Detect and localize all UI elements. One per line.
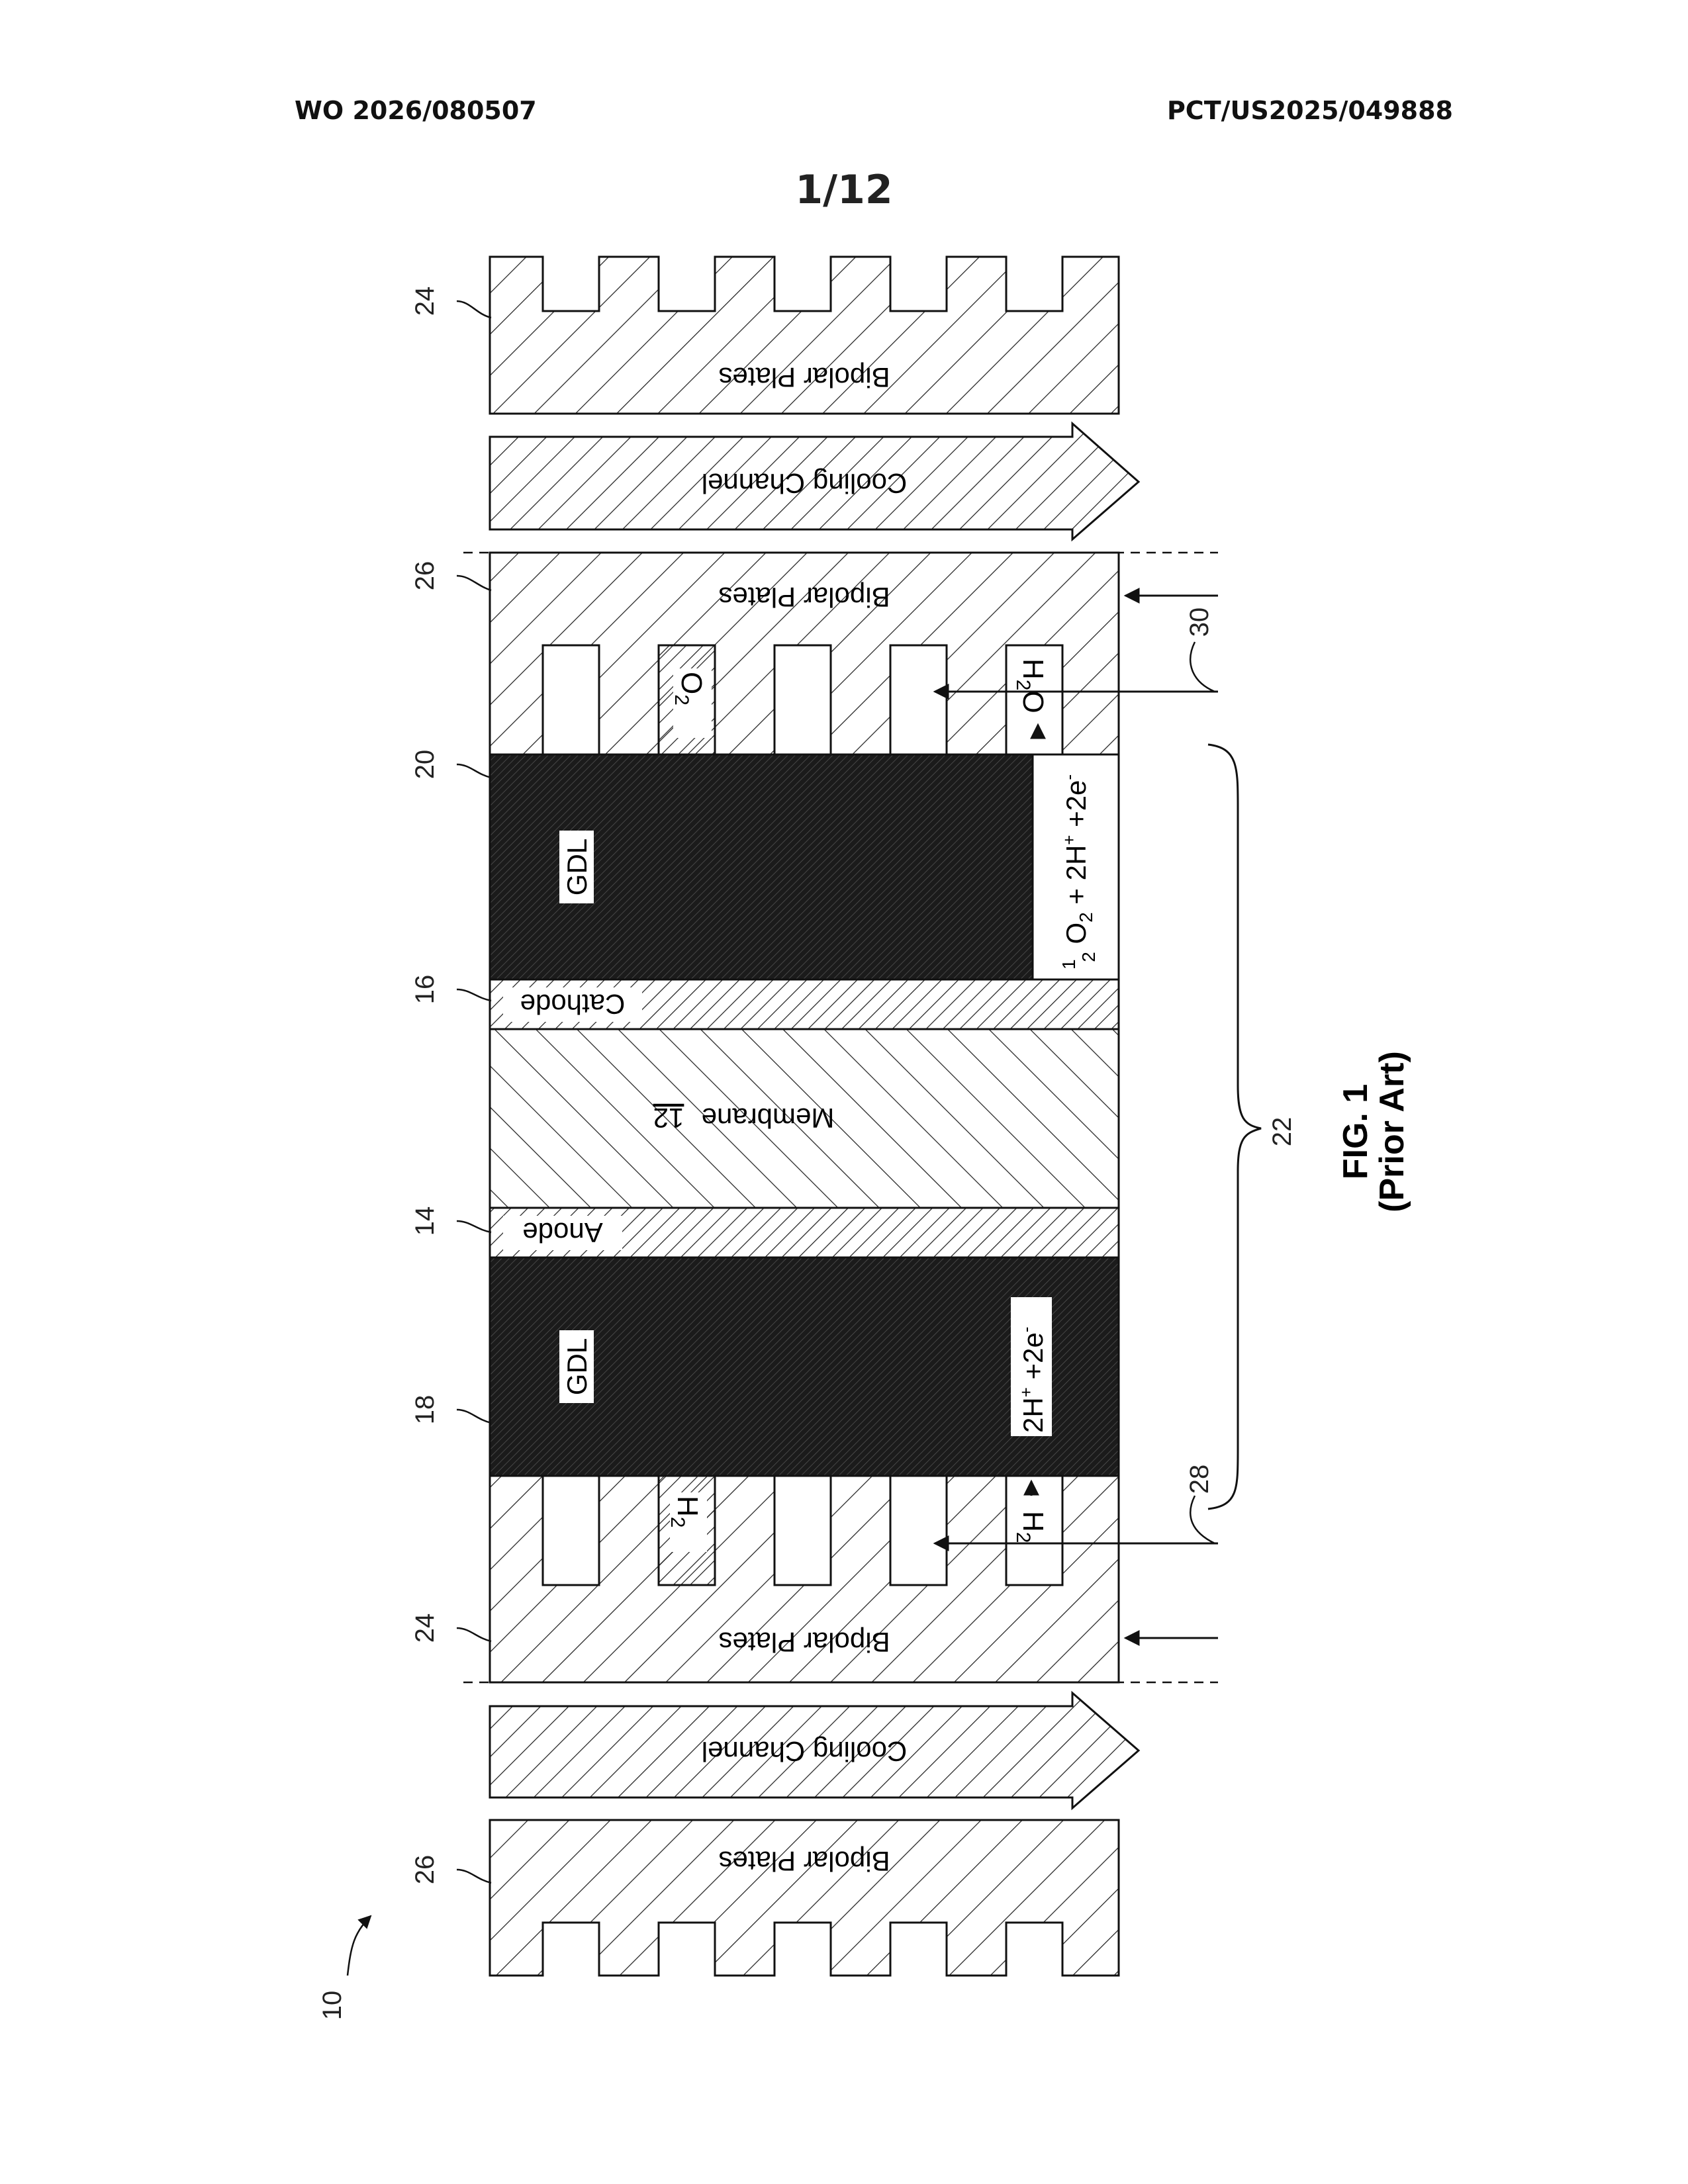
ref-14: 14 (410, 1206, 440, 1236)
anode-reaction: 2H+ +2e- (1011, 1297, 1052, 1436)
cathode-plus: + (1059, 835, 1079, 845)
ref-20: 20 (410, 750, 440, 780)
h2-inlet-subscript: 2 (1012, 1532, 1034, 1543)
bipolar-plate-bottom (490, 1820, 1119, 1976)
ref-leaders (457, 301, 491, 1883)
ref-10: 10 (318, 1991, 347, 2021)
bipolar-plate-top-label: Bipolar Plates (718, 362, 890, 393)
cooling-channel-bottom-label: Cooling Channel (702, 1736, 908, 1767)
o2-symbol: O (675, 672, 708, 694)
ref-22: 22 (1268, 1117, 1297, 1147)
ref-30: 30 (1185, 608, 1214, 637)
o2-label: O2 (671, 668, 712, 738)
leader-28 (1190, 1496, 1215, 1543)
brace-22 (1208, 745, 1261, 1509)
cathode-o-sub: 2 (1076, 912, 1096, 923)
h2o-h: H (1017, 659, 1049, 680)
anode-flow-channel (890, 1476, 947, 1585)
figure-caption: FIG. 1 (Prior Art) (1336, 1051, 1411, 1212)
h2-label: H2 (667, 1492, 707, 1552)
h2o-o: O (1017, 690, 1049, 713)
h2-subscript: 2 (667, 1517, 688, 1528)
h2-inlet-symbol: H (1017, 1511, 1049, 1532)
anode-minus: - (1016, 1327, 1036, 1333)
cathode-half-den: 2 (1078, 952, 1099, 962)
cathode-flow-channel (543, 645, 599, 754)
gdl-anode-label-group: GDL (559, 1330, 594, 1403)
cathode-o: O (1060, 923, 1092, 944)
membrane-ref: 12 (653, 1103, 684, 1134)
h2-symbol: H (671, 1496, 704, 1517)
leader-30 (1190, 642, 1215, 692)
cathode-flow-channel (774, 645, 831, 754)
anode-plus: + (1016, 1387, 1036, 1397)
ref-26-bottom: 26 (410, 1855, 440, 1885)
cooling-channel-top-label: Cooling Channel (702, 468, 908, 499)
cathode-half-num: 1 (1058, 959, 1079, 970)
o2-subscript: 2 (671, 694, 692, 705)
cathode-rest: + 2H (1060, 845, 1092, 913)
h2o-subscript: 2 (1012, 680, 1034, 691)
ref-26-top: 26 (410, 561, 440, 591)
gdl-anode-label: GDL (561, 1338, 592, 1395)
cathode-label: Cathode (520, 989, 626, 1020)
figure-title: FIG. 1 (1336, 1084, 1375, 1179)
ref-24-top: 24 (410, 287, 440, 316)
bipolar-plate-bottom-label: Bipolar Plates (718, 1846, 890, 1877)
gdl-cathode-label-group: GDL (559, 831, 594, 903)
anode-flow-channel (543, 1476, 599, 1585)
bipolar-plate-anode-side-label: Bipolar Plates (718, 1627, 890, 1658)
ref-18: 18 (410, 1395, 440, 1425)
ref-24-bottom: 24 (410, 1614, 440, 1643)
cathode-minus: - (1059, 774, 1079, 780)
ref-10-arrow (348, 1916, 371, 1976)
ref-16: 16 (410, 975, 440, 1005)
anode-main: 2H (1017, 1397, 1049, 1433)
svg-text:2H+ +2e-: 2H+ +2e- (1016, 1327, 1049, 1433)
ref-28: 28 (1185, 1465, 1214, 1494)
anode-flow-channel (774, 1476, 831, 1585)
figure-subtitle: (Prior Art) (1373, 1051, 1411, 1212)
gdl-cathode-label: GDL (561, 839, 592, 895)
bipolar-plate-cathode-side-label: Bipolar Plates (718, 582, 890, 613)
cathode-flow-channel (890, 645, 947, 754)
membrane-label-group: Membrane 12 (653, 1103, 835, 1134)
anode-e: +2e (1017, 1332, 1049, 1387)
membrane-label: Membrane (702, 1103, 835, 1134)
cathode-e: +2e (1060, 780, 1092, 835)
anode-label: Anode (522, 1217, 602, 1248)
